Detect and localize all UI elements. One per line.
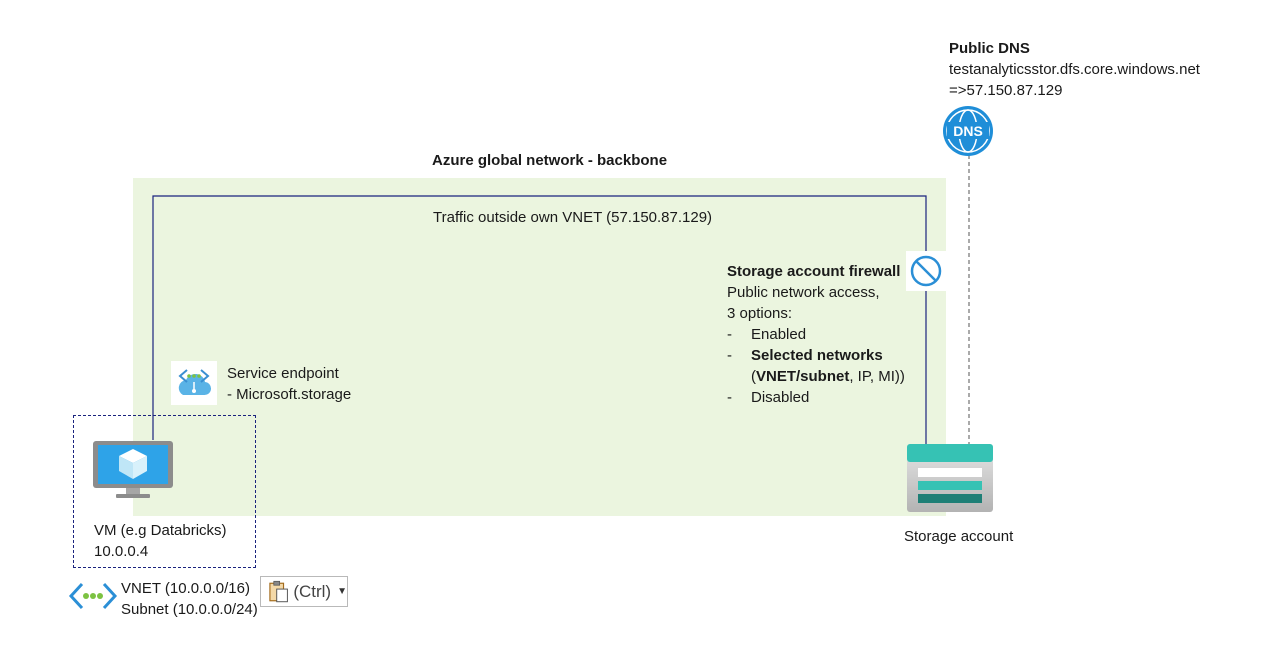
firewall-options-list: -Enabled -Selected networks (VNET/subnet… (727, 324, 905, 408)
service-endpoint-title: Service endpoint (227, 365, 339, 382)
vnet-label: VNET (10.0.0.0/16) (121, 580, 250, 597)
firewall-line1: Public network access, (727, 284, 880, 301)
firewall-title: Storage account firewall (727, 263, 901, 280)
vm-label: VM (e.g Databricks) (94, 522, 227, 539)
service-endpoint-detail: - Microsoft.storage (227, 386, 352, 403)
firewall-line2: 3 options: (727, 305, 793, 322)
svg-text:DNS: DNS (953, 123, 983, 139)
service-endpoint-icon (178, 369, 212, 396)
storage-account-icon (907, 444, 993, 512)
prohibited-icon (910, 255, 942, 287)
backbone-title: Azure global network - backbone (432, 152, 668, 169)
azure-backbone-region (133, 178, 946, 516)
public-dns-hostname: testanalyticsstor.dfs.core.windows.net (949, 61, 1200, 78)
clipboard-icon (269, 580, 288, 602)
vnet-subnet-boundary (73, 415, 256, 568)
firewall-option-selected-networks-detail: (VNET/subnet, IP, MI)) (751, 368, 905, 385)
firewall-option-enabled: -Enabled (727, 326, 807, 343)
public-dns-title: Public DNS (949, 40, 1030, 57)
vnet-icon (68, 582, 118, 610)
traffic-label: Traffic outside own VNET (57.150.87.129) (433, 209, 713, 226)
vm-ip: 10.0.0.4 (94, 543, 149, 560)
dns-globe-icon: DNS (943, 106, 993, 156)
paste-options-button[interactable]: (Ctrl) ▼ (260, 576, 348, 607)
virtual-machine-icon (93, 441, 173, 498)
paste-options-label: (Ctrl) (293, 581, 332, 601)
storage-account-label: Storage account (904, 528, 1014, 545)
public-dns-resolution: =>57.150.87.129 (949, 82, 1063, 99)
service-endpoint-icon-container (171, 361, 217, 405)
firewall-option-selected-networks: -Selected networks (727, 347, 883, 364)
firewall-icon-container (906, 251, 946, 291)
chevron-down-icon: ▼ (337, 586, 347, 597)
subnet-label: Subnet (10.0.0.0/24) (121, 601, 258, 618)
traffic-route-line (152, 195, 927, 440)
firewall-option-disabled: -Disabled (727, 389, 810, 406)
